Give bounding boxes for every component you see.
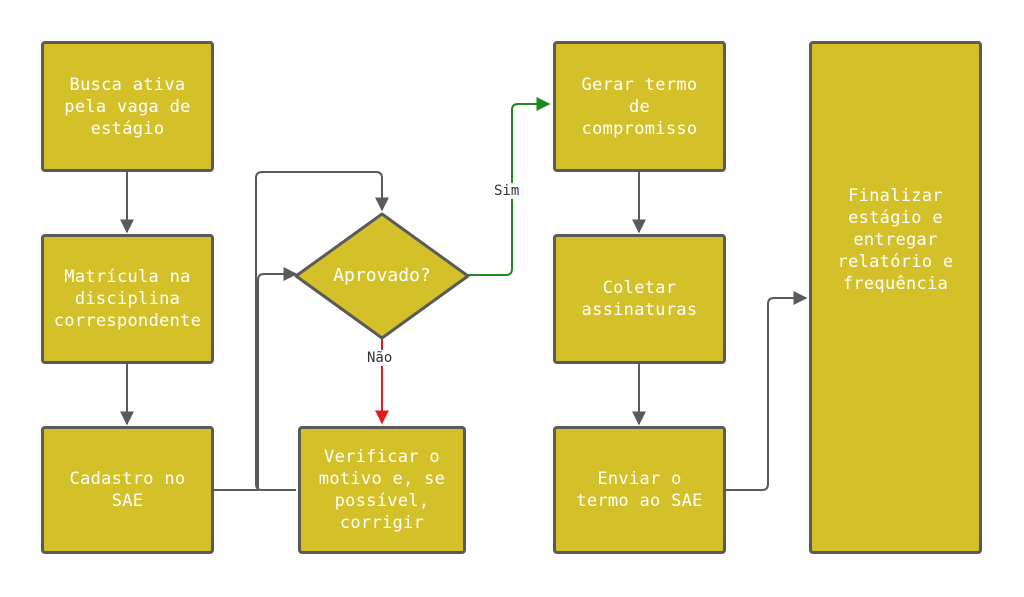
- node-cadastro-sae: Cadastro no SAE: [41, 426, 214, 554]
- node-coletar-assinaturas: Coletar assinaturas: [553, 234, 726, 364]
- edge-label-sim: Sim: [492, 183, 522, 199]
- edge-cadastro-to-aprovado: [214, 267, 298, 491]
- edge-enviar-to-finalizar: [726, 291, 808, 491]
- node-verificar-motivo: Verificar o motivo e, se possível, corri…: [298, 426, 466, 554]
- node-matricula: Matrícula na disciplina correspondente: [41, 234, 214, 364]
- edge-label-nao: Não: [365, 350, 395, 366]
- node-aprovado-label: Aprovado?: [333, 265, 431, 286]
- edge-verificar-to-aprovado: [255, 171, 389, 491]
- node-busca-ativa: Busca ativa pela vaga de estágio: [41, 41, 214, 172]
- decision-diamond: [294, 212, 470, 340]
- node-finalizar-estagio: Finalizar estágio e entregar relatório e…: [809, 41, 982, 554]
- node-enviar-termo: Enviar o termo ao SAE: [553, 426, 726, 554]
- node-gerar-termo: Gerar termo de compromisso: [553, 41, 726, 172]
